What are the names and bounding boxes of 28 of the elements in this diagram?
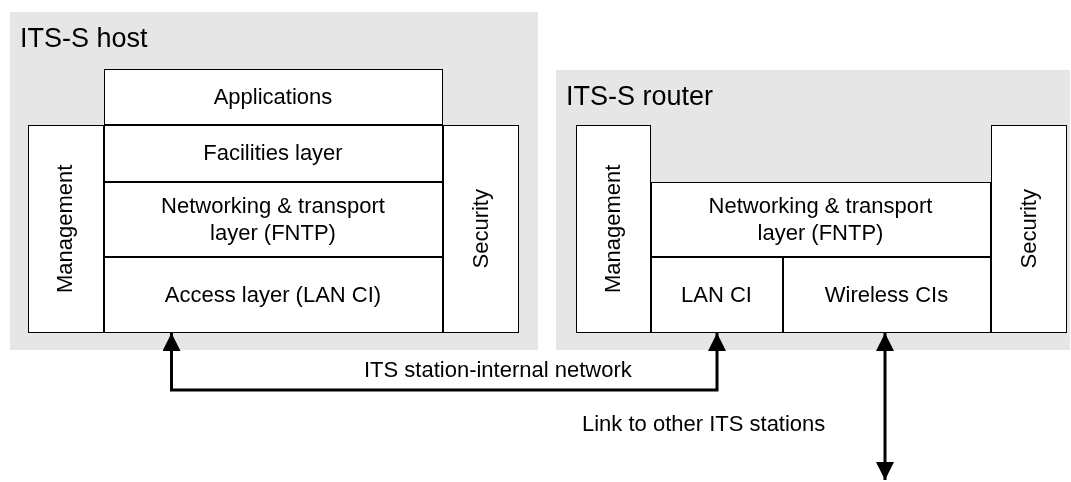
- group-panel: [556, 70, 1070, 350]
- layer-label: Networking & transport layer (FNTP): [160, 191, 386, 247]
- layer-label: Security: [466, 188, 494, 269]
- layer-label: Facilities layer: [202, 139, 344, 167]
- layer-label: Management: [51, 164, 79, 293]
- layer-label: Applications: [212, 82, 334, 111]
- layer-label: Networking & transport layer (FNTP): [707, 191, 934, 247]
- group-panel: [10, 12, 538, 350]
- layer-box: [650, 181, 991, 257]
- layer-label: Security: [1014, 188, 1042, 269]
- group-heading: ITS-S host: [20, 22, 148, 55]
- group-heading: ITS-S router: [566, 80, 714, 113]
- layer-box: [442, 124, 519, 333]
- layer-box: [27, 124, 104, 333]
- layer-box: [575, 124, 651, 333]
- arrow: [162, 333, 726, 392]
- layer-box: [103, 256, 443, 333]
- layer-box: [103, 181, 443, 257]
- layer-label: Management: [599, 164, 627, 293]
- layer-label: LAN CI: [680, 280, 753, 309]
- layer-label: Wireless CIs: [823, 280, 950, 309]
- layer-box: [650, 256, 783, 333]
- layer-box: [103, 68, 443, 125]
- layer-box: [782, 256, 991, 333]
- layer-label: Access layer (LAN CI): [163, 280, 383, 309]
- arrow: [876, 333, 894, 480]
- layer-box: [103, 124, 443, 182]
- layer-box: [990, 124, 1067, 333]
